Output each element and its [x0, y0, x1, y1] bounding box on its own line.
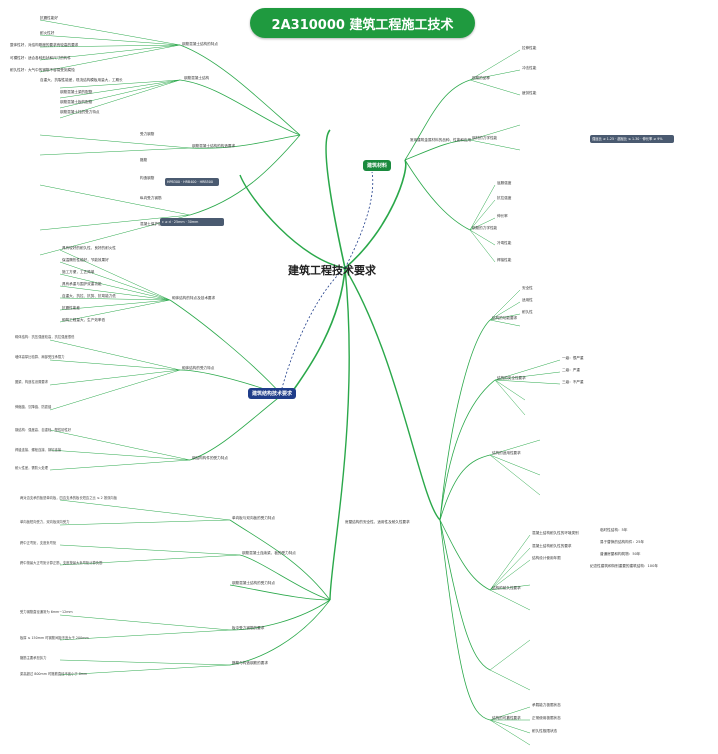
node-item: 自重大，抗裂性能差，现浇结构模板用量大，工期长	[40, 78, 123, 82]
node-item: 具有较好的耐久性，良好的耐火性	[62, 246, 116, 250]
node-level: 三级：不严重	[562, 380, 584, 384]
node-safety-durability[interactable]: 房屋结构的安全性、适用性及耐久性要求	[345, 520, 410, 524]
node-item: 混凝土结构耐久性的要求	[532, 544, 572, 548]
slab-note: 单向板短向受力，双向板双向受力	[20, 520, 70, 524]
node-item: 焊接性能	[497, 258, 512, 262]
node-item: 耐久性好：大气中的钢筋不容易受到腐蚀	[10, 68, 75, 72]
node-item: 钢筋混凝土梁的配筋	[60, 90, 93, 94]
node-item: 耐久性	[522, 310, 533, 314]
masonry-note: 砌体结构：抗压强度较高，抗拉强度很低	[15, 335, 75, 339]
node-item: 安全性	[522, 286, 533, 290]
node-item: 保温隔热性能好，节能效果好	[62, 258, 109, 262]
node-year: 普通房屋和构筑物：50年	[600, 552, 641, 556]
node-item: 纵向受力钢筋	[140, 196, 162, 200]
node-item: 抗震性能差	[62, 306, 80, 310]
node-rc-force[interactable]: 钢筋混凝土结构的受力特点	[232, 581, 276, 585]
node-item: 正常使用极限状态	[532, 716, 561, 720]
beam-note: 跨中正弯矩，支座负弯矩	[20, 541, 57, 545]
node-item: 受力钢筋	[140, 132, 155, 136]
node-masonry-features[interactable]: 砌体结构的特点及技术要求	[172, 296, 216, 300]
beam-note: 跨中按最大正弯矩计算正筋，支座按最大负弯矩计算负筋	[20, 561, 103, 565]
node-year: 纪念性建筑和特别重要的建筑结构：100年	[590, 564, 658, 568]
node-item: 混凝土结构耐久性的环境类别	[532, 531, 579, 535]
node-item: 屈服强度	[497, 181, 512, 185]
steel-note: 钢结构：强度高、自重轻、塑性韧性好	[15, 428, 72, 432]
central-topic: 建筑工程技术要求	[288, 264, 376, 277]
branch-building-materials[interactable]: 建筑材料	[363, 160, 392, 171]
node-item: 钢材的力学性能	[472, 136, 498, 140]
node-item: 具有承重与围护双重功能	[62, 282, 102, 286]
branch-structural-requirements[interactable]: 建筑结构技术要求	[248, 388, 297, 399]
node-continuous-beam[interactable]: 钢筋混凝土连续梁、板的受力特点	[242, 551, 296, 555]
node-item: 钢筋混凝土板的配筋	[60, 100, 93, 104]
node-item: 可模性好：适合各种形状和尺寸的构件	[10, 56, 72, 60]
node-reliability[interactable]: 结构的可靠性要求	[492, 716, 521, 720]
highlight-note: 强屈比 ≥ 1.25 · 超屈比 ≤ 1.30 · 伸长率 ≥ 9%	[590, 135, 674, 144]
masonry-note: 墙体高厚比验算、局部受压承载力	[15, 355, 65, 359]
node-item: 耐久性极限状态	[532, 729, 558, 733]
rebar-note: 受力钢筋直径通常为 6mm~12mm	[20, 610, 73, 614]
node-item: 结构设计使用年限	[532, 556, 561, 560]
stirrup-note: 箍筋主要承担剪力	[20, 656, 47, 660]
node-one-two-way-slab[interactable]: 单向板与双向板的受力特点	[232, 516, 276, 520]
node-function-req[interactable]: 结构的功能要求	[492, 316, 518, 320]
slab-note: 两对边支承的板是单向板，四边支承的板长短边之比 ≤ 2 按双向板	[20, 496, 118, 500]
node-item: 伸长率	[497, 214, 508, 218]
node-item: 冲击性能	[522, 66, 537, 70]
node-slab-rebar[interactable]: 板中受力钢筋的要求	[232, 626, 265, 630]
node-item: 耐火性好	[40, 31, 55, 35]
node-item: 钢筋的品种	[472, 76, 490, 80]
node-serviceability[interactable]: 结构的适用性要求	[492, 451, 521, 455]
node-rc-structure[interactable]: 钢筋混凝土结构	[184, 76, 210, 80]
node-item: 箍筋	[140, 158, 148, 162]
node-item: 自重大，抗拉、抗剪、抗弯能力低	[62, 294, 116, 298]
node-year: 临时性结构：5年	[600, 528, 628, 532]
node-masonry-force[interactable]: 砌体结构的受力特点	[182, 366, 215, 370]
node-item: 钢筋混凝土柱的受力特点	[60, 110, 100, 114]
steel-note: 耐火性差，需防火处理	[15, 466, 48, 470]
node-item: 抗震性能好	[40, 16, 58, 20]
node-level: 二级：严重	[562, 368, 580, 372]
highlight-note: HPB300 · HRB400 · HRB500	[165, 178, 219, 187]
node-item: 构造钢筋	[140, 176, 155, 180]
node-year: 易于替换的结构构件：25年	[600, 540, 645, 544]
highlight-note: c ≥ d · 25mm · 30mm	[160, 218, 224, 227]
node-stirrup[interactable]: 箍筋与构造钢筋的要求	[232, 661, 268, 665]
node-level: 一级：很严重	[562, 356, 584, 360]
masonry-note: 伸缩缝、沉降缝、防震缝	[15, 405, 52, 409]
node-item: 混凝土保护层	[140, 222, 162, 226]
steel-note: 焊缝连接、螺栓连接、铆钉连接	[15, 448, 62, 452]
main-title: 2A310000 建筑工程施工技术	[250, 8, 475, 38]
node-rebar-mechanics[interactable]: 钢筋的力学性能	[472, 226, 498, 230]
node-steel-force[interactable]: 钢结构构件的受力特点	[192, 456, 228, 460]
node-item: 施工方便，工艺简单	[62, 270, 95, 274]
node-item: 整体性好，对结构刚度的要求有较高的要求	[10, 43, 79, 47]
stirrup-note: 梁高超过 800mm 时箍筋直径不宜小于 8mm	[20, 672, 88, 676]
node-item: 砌筑工程量大，生产效率低	[62, 318, 106, 322]
node-item: 拉伸性能	[522, 46, 537, 50]
node-safety-req[interactable]: 结构的安全性要求	[497, 376, 526, 380]
node-item: 适用性	[522, 298, 533, 302]
node-item: 抗拉强度	[497, 196, 512, 200]
masonry-note: 圈梁、构造柱设置要求	[15, 380, 48, 384]
node-rc-features[interactable]: 钢筋混凝土结构的特点	[182, 42, 218, 46]
node-item: 冷弯性能	[497, 241, 512, 245]
node-metal-materials[interactable]: 常用建筑金属材料的品种、性能和应用	[410, 138, 472, 142]
node-item: 承载能力极限状态	[532, 703, 561, 707]
node-rc-construction[interactable]: 钢筋混凝土结构的构造要求	[192, 144, 236, 148]
node-item: 疲劳性能	[522, 91, 537, 95]
node-durability[interactable]: 结构的耐久性要求	[492, 586, 521, 590]
rebar-note: 板厚 ≤ 150mm 时钢筋间距不宜大于 200mm	[20, 636, 89, 640]
